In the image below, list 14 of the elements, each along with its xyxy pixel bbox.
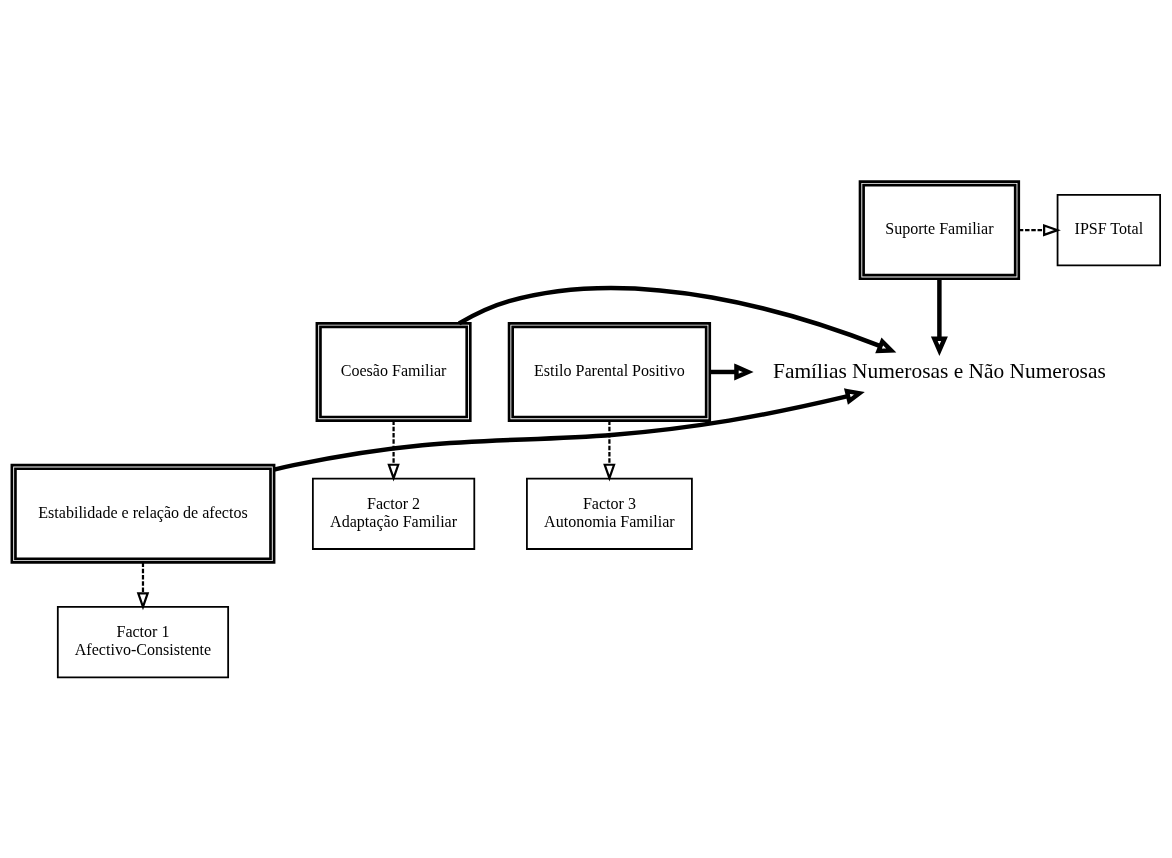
arrow xyxy=(387,420,400,481)
node-text: Famílias Numerosas e Não Numerosas xyxy=(773,358,1106,383)
node-box: Factor 3 Autonomia Familiar xyxy=(526,477,693,550)
arrow xyxy=(457,285,897,353)
arrow xyxy=(273,387,865,472)
arrow xyxy=(930,278,948,356)
arrow xyxy=(603,420,616,481)
node-box: IPSF Total xyxy=(1056,193,1161,266)
arrow xyxy=(1018,223,1061,236)
arrow xyxy=(709,363,754,380)
arrow xyxy=(136,562,150,610)
node-box: Factor 1 Afectivo-Consistente xyxy=(56,605,230,678)
node-box: Estilo Parental Positivo xyxy=(507,321,712,422)
node-box: Factor 2 Adaptação Familiar xyxy=(312,477,476,550)
